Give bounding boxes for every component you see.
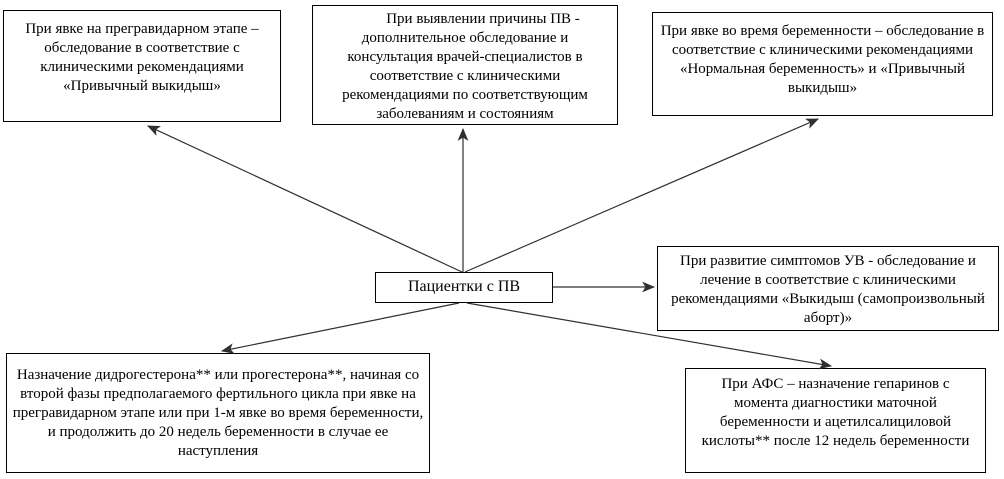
node-pregravid-stage-text: При явке на прегравидарном этапе – обсле… <box>25 21 259 94</box>
arrow-center-to-bottom-left <box>220 302 460 354</box>
node-progesterone-therapy-text: Назначение дидрогестерона** или прогесте… <box>12 367 424 459</box>
node-during-pregnancy-text: При явке во время беременности – обследо… <box>660 23 985 96</box>
arrow-center-to-top-left <box>147 125 463 273</box>
node-miscarriage-symptoms-text: При развитие симптомов УВ - обследование… <box>671 253 985 326</box>
node-progesterone-therapy: Назначение дидрогестерона** или прогесте… <box>6 353 430 473</box>
node-cause-identified-text: При выявлении причины ПВ - дополнительно… <box>342 11 588 122</box>
node-center-patients-label: Пациентки с ПВ <box>407 278 521 295</box>
node-afs-heparin-therapy-text: При АФС – назначение гепаринов с момента… <box>701 376 970 449</box>
node-afs-heparin-therapy: При АФС – назначение гепаринов с момента… <box>685 368 986 473</box>
node-miscarriage-symptoms: При развитие симптомов УВ - обследование… <box>657 246 999 331</box>
node-during-pregnancy: При явке во время беременности – обследо… <box>652 12 993 116</box>
node-cause-identified: При выявлении причины ПВ - дополнительно… <box>312 5 618 125</box>
node-center-patients: Пациентки с ПВ <box>375 272 553 303</box>
node-pregravid-stage: При явке на прегравидарном этапе – обсле… <box>3 10 281 122</box>
